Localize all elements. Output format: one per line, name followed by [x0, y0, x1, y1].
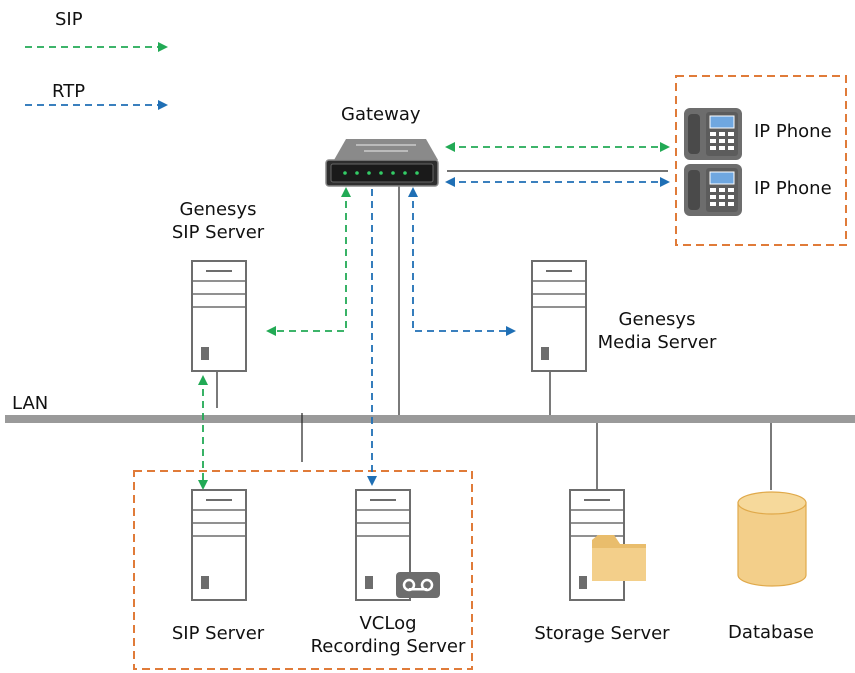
lan-label: LAN — [12, 393, 49, 414]
genesys-media-server-line2: Media Server — [597, 332, 717, 353]
genesys-sip-server-line2: SIP Server — [171, 222, 265, 243]
lan-connections — [216, 186, 772, 490]
phone-icon — [684, 108, 742, 160]
legend-rtp-label: RTP — [52, 81, 86, 102]
storage-server-label: Storage Server — [534, 623, 670, 644]
genesys-sip-server-line1: Genesys — [179, 199, 257, 220]
sip-server-label: SIP Server — [171, 623, 265, 644]
database-label: Database — [728, 622, 814, 643]
legend-sip-label: SIP — [55, 9, 83, 30]
sip-gateway-genesys — [266, 187, 351, 336]
folder-icon — [592, 535, 646, 581]
genesys-sip-server-label: Genesys SIP Server — [148, 198, 288, 244]
ip-phone-2-label: IP Phone — [754, 178, 832, 199]
server-icon — [191, 489, 247, 601]
vclog-label-line2: Recording Server — [310, 636, 466, 657]
vclog-recording-server-label: VCLog Recording Server — [300, 612, 476, 658]
ip-phone-1-label: IP Phone — [754, 121, 832, 142]
gateway-label: Gateway — [341, 104, 421, 125]
rtp-gateway-media — [408, 187, 516, 336]
server-icon — [531, 260, 587, 372]
ip-phones-group — [675, 75, 847, 246]
vclog-label-line1: VCLog — [359, 613, 417, 634]
genesys-media-server-label: Genesys Media Server — [584, 308, 730, 354]
gateway-icon — [325, 139, 439, 187]
phone-icon — [684, 164, 742, 216]
tape-icon — [396, 572, 440, 598]
database-icon — [737, 491, 807, 587]
genesys-media-server-line1: Genesys — [618, 309, 696, 330]
recording-group — [133, 470, 473, 670]
lan-bar — [5, 415, 855, 423]
server-icon — [191, 260, 247, 372]
